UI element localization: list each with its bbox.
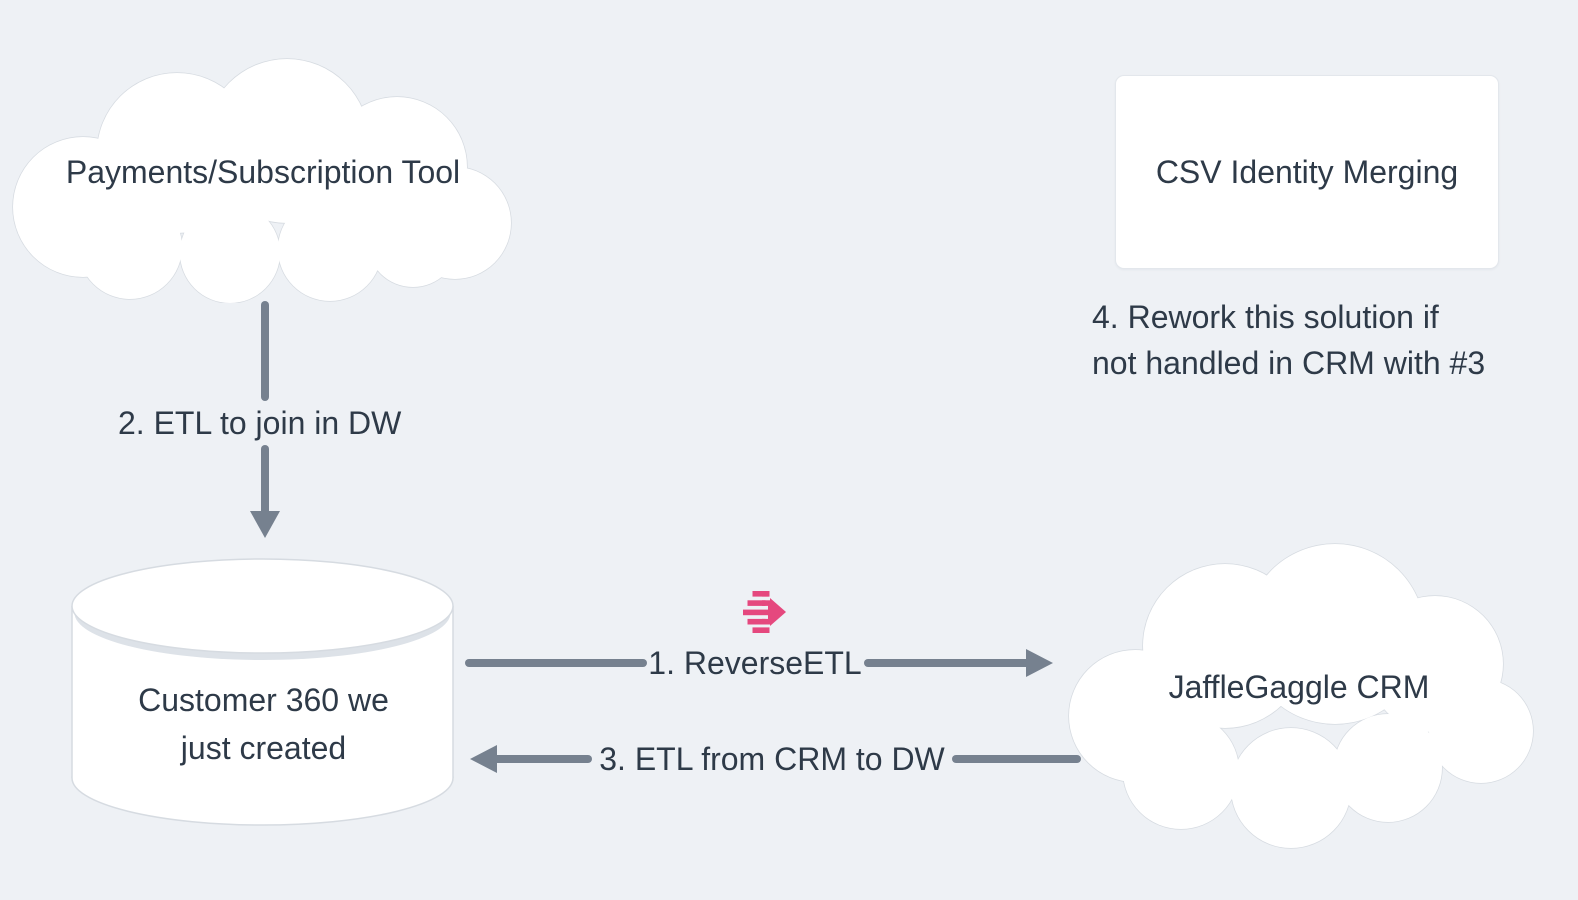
arrow-etl-from-crm [470, 745, 1081, 773]
arrow-etl-to-join [250, 301, 280, 538]
csv-identity-card: CSV Identity Merging [1115, 75, 1499, 269]
customer-db-label-line1: Customer 360 we [138, 682, 389, 718]
csv-identity-card-label: CSV Identity Merging [1155, 154, 1459, 190]
crm-cloud-shape [1068, 543, 1534, 849]
arrow-reverse-etl [465, 649, 1053, 677]
payments-cloud-shape [12, 58, 512, 303]
etl-to-join-label: 2. ETL to join in DW [118, 405, 402, 441]
rework-annotation-line2: not handled in CRM with #3 [1092, 345, 1486, 381]
rework-annotation-line1: 4. Rework this solution if [1092, 299, 1439, 335]
payments-cloud-label: Payments/Subscription Tool [65, 154, 461, 190]
customer-db-label-line2: just created [180, 730, 347, 766]
customer-db-cylinder-shape [71, 558, 454, 826]
crm-cloud-label: JaffleGaggle CRM [1168, 669, 1430, 705]
etl-from-crm-label: 3. ETL from CRM to DW [599, 741, 945, 777]
reverse-etl-label: 1. ReverseETL [648, 645, 862, 681]
hightouch-logo-icon [743, 591, 786, 633]
customer-db-label: Customer 360 we just created [72, 676, 455, 772]
rework-annotation: 4. Rework this solution if not handled i… [1092, 294, 1485, 386]
